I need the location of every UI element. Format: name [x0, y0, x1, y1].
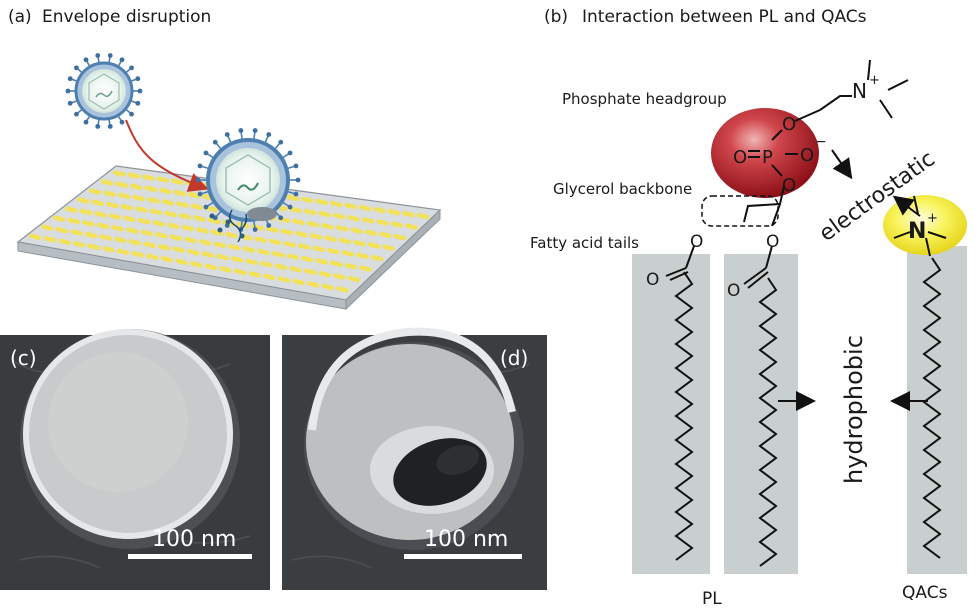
svg-text:+: + — [927, 211, 938, 226]
panel-b-title: Interaction between PL and QACs — [582, 7, 867, 27]
label-fatty-acid-tails: Fatty acid tails — [530, 234, 639, 252]
svg-text:O: O — [800, 145, 814, 166]
glycerol-box — [701, 195, 779, 227]
panel-b-label: (b) — [544, 7, 568, 27]
panel-c-scale: 100 nm — [152, 527, 236, 552]
phosphate-structure — [743, 59, 909, 227]
panel-c-label: (c) — [10, 346, 37, 370]
panel-a-title: Envelope disruption — [42, 7, 211, 27]
pl-tail-box-right — [724, 254, 798, 574]
svg-text:O: O — [766, 232, 779, 252]
svg-text:−: − — [815, 134, 827, 150]
svg-text:O: O — [727, 281, 740, 301]
virus-small — [65, 53, 143, 129]
virus-large — [195, 128, 301, 243]
panel-d-scale: 100 nm — [424, 527, 508, 552]
phosphate-headgroup — [711, 108, 819, 198]
svg-text:O: O — [733, 147, 747, 168]
label-phosphate-headgroup: Phosphate headgroup — [562, 90, 727, 108]
label-qacs: QACs — [902, 583, 948, 603]
svg-text:O: O — [646, 270, 659, 290]
svg-text:O: O — [782, 175, 796, 196]
alkyl-tails — [674, 257, 942, 567]
membrane-slab — [16, 165, 442, 311]
pl-tail-box-left — [632, 254, 710, 574]
svg-text:P: P — [762, 147, 773, 168]
label-glycerol-backbone: Glycerol backbone — [553, 180, 692, 198]
svg-text:+: + — [869, 73, 880, 88]
sem-image-d — [282, 327, 547, 590]
panel-d-label: (d) — [500, 346, 528, 370]
label-hydrophobic: hydrophobic — [840, 335, 868, 484]
attach-arrow — [125, 119, 209, 192]
sem-image-c — [0, 329, 270, 590]
label-pl: PL — [702, 589, 722, 609]
svg-text:O: O — [690, 232, 703, 252]
svg-text:N: N — [908, 219, 926, 244]
panel-a-label: (a) — [8, 7, 32, 27]
svg-text:O: O — [782, 114, 796, 135]
svg-text:N: N — [852, 79, 867, 103]
qac-tail-box — [907, 246, 967, 574]
